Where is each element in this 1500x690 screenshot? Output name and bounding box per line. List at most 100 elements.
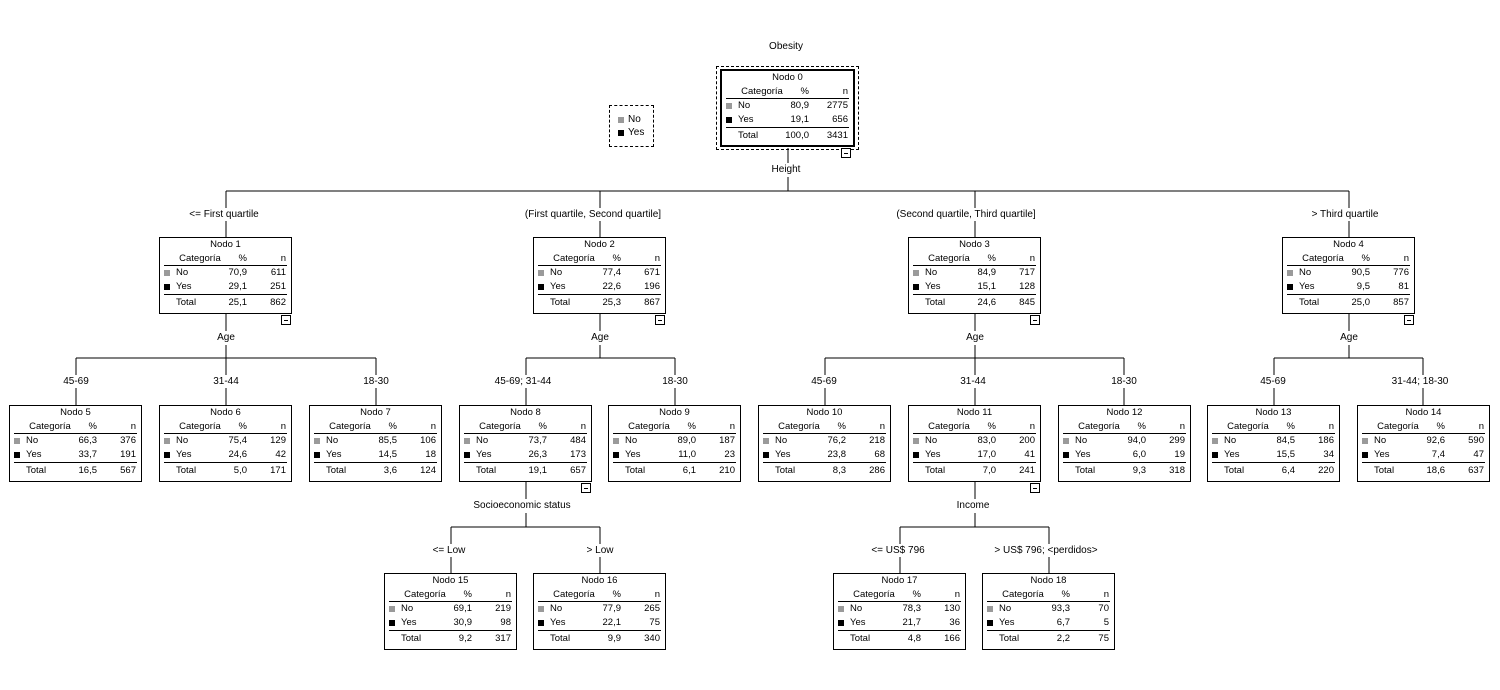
swatch-no-icon bbox=[1212, 438, 1218, 444]
swatch-yes-icon bbox=[164, 452, 170, 458]
node-header: Categoría%n bbox=[314, 420, 437, 434]
swatch-yes-icon bbox=[538, 620, 544, 626]
branch-label: (Second quartile, Third quartile] bbox=[896, 209, 1036, 220]
node-header: Categoría%n bbox=[1212, 420, 1335, 434]
swatch-no-icon bbox=[987, 606, 993, 612]
node-title: Nodo 16 bbox=[581, 575, 618, 586]
node-title: Nodo 6 bbox=[210, 407, 241, 418]
swatch-no-icon bbox=[464, 438, 470, 444]
node-header: Categoría%n bbox=[389, 588, 512, 602]
branch-label: <= Low bbox=[432, 545, 466, 556]
node-header: Categoría%n bbox=[613, 420, 736, 434]
swatch-no-icon bbox=[164, 438, 170, 444]
branch-label: 45-69 bbox=[811, 376, 837, 387]
collapse-node-3-icon[interactable] bbox=[1030, 315, 1040, 325]
swatch-no-icon bbox=[618, 117, 624, 123]
node-header: Categoría%n bbox=[164, 252, 287, 266]
collapse-node-2-icon[interactable] bbox=[655, 315, 665, 325]
branch-label: 45-69 bbox=[63, 376, 89, 387]
node-title: Nodo 8 bbox=[510, 407, 541, 418]
branch-label: 45-69; 31-44 bbox=[494, 376, 552, 387]
node-header: Categoría%n bbox=[538, 252, 661, 266]
swatch-yes-icon bbox=[913, 452, 919, 458]
node-title: Nodo 2 bbox=[584, 239, 615, 250]
node-title: Nodo 0 bbox=[772, 72, 803, 83]
split-label-node3: Age bbox=[966, 332, 984, 343]
node-header: Categoría%n bbox=[464, 420, 587, 434]
swatch-yes-icon bbox=[726, 117, 732, 123]
node-header: Categoría%n bbox=[726, 85, 849, 99]
collapse-node-11-icon[interactable] bbox=[1030, 483, 1040, 493]
swatch-yes-icon bbox=[538, 284, 544, 290]
collapse-node-4-icon[interactable] bbox=[1404, 315, 1414, 325]
collapse-node-8-icon[interactable] bbox=[581, 483, 591, 493]
branch-label: 45-69 bbox=[1260, 376, 1286, 387]
branch-label: > Low bbox=[586, 545, 614, 556]
node-title: Nodo 3 bbox=[959, 239, 990, 250]
branch-label: <= First quartile bbox=[189, 209, 259, 220]
node-title: Nodo 7 bbox=[360, 407, 391, 418]
node-title: Nodo 14 bbox=[1405, 407, 1442, 418]
swatch-no-icon bbox=[389, 606, 395, 612]
swatch-yes-icon bbox=[1063, 452, 1069, 458]
node-header: Categoría%n bbox=[913, 420, 1036, 434]
node-header: Categoría%n bbox=[763, 420, 886, 434]
branch-label: 18-30 bbox=[662, 376, 688, 387]
swatch-no-icon bbox=[1063, 438, 1069, 444]
branch-label: (First quartile, Second quartile] bbox=[524, 209, 662, 220]
swatch-yes-icon bbox=[987, 620, 993, 626]
tree-title: Obesity bbox=[769, 41, 803, 52]
collapse-node-1-icon[interactable] bbox=[281, 315, 291, 325]
node-header: Categoría%n bbox=[838, 588, 961, 602]
swatch-no-icon bbox=[613, 438, 619, 444]
collapse-node-0-icon[interactable] bbox=[841, 148, 851, 158]
split-label-node8: Socioeconomic status bbox=[473, 500, 571, 511]
swatch-no-icon bbox=[538, 270, 544, 276]
branch-label: > US$ 796; <perdidos> bbox=[994, 545, 1098, 556]
